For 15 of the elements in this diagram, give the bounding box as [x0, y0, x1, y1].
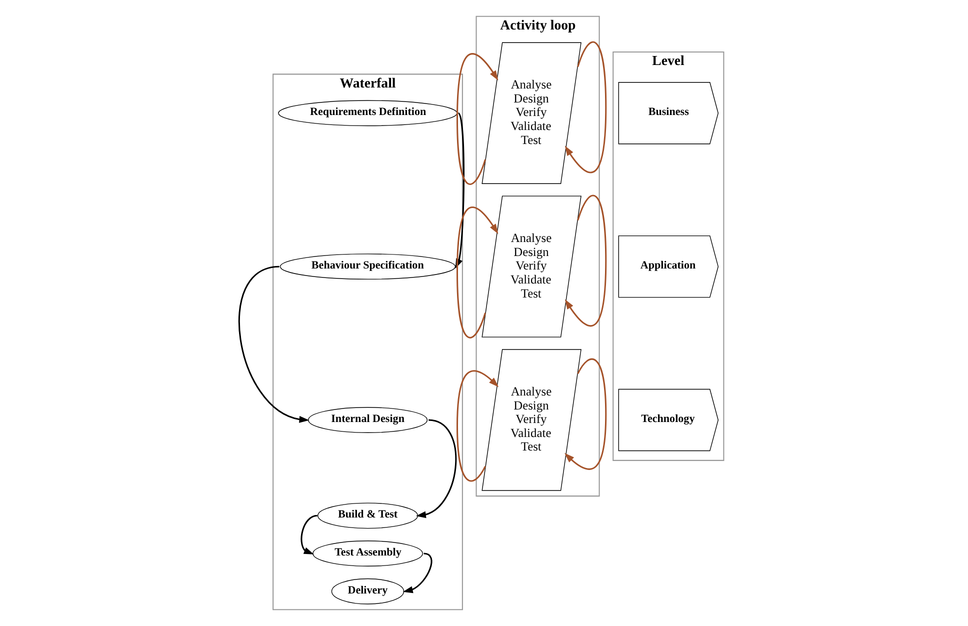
node-ellipse: Requirements Definition	[278, 100, 458, 126]
arrow	[402, 552, 432, 594]
node-ellipse: Internal Design	[308, 407, 428, 433]
node-ellipse: Build & Test	[317, 502, 418, 529]
node-ellipse: Behaviour Specification	[280, 254, 456, 280]
arrow	[456, 53, 498, 185]
arrow	[564, 42, 607, 174]
arrow	[456, 370, 499, 482]
arrow	[564, 195, 607, 326]
node-ellipse: Delivery	[331, 578, 404, 604]
arrow	[564, 358, 607, 470]
arrow	[416, 419, 457, 518]
arrow	[300, 514, 318, 554]
arrow	[238, 266, 310, 423]
node-ellipse: Test Assembly	[312, 540, 423, 566]
